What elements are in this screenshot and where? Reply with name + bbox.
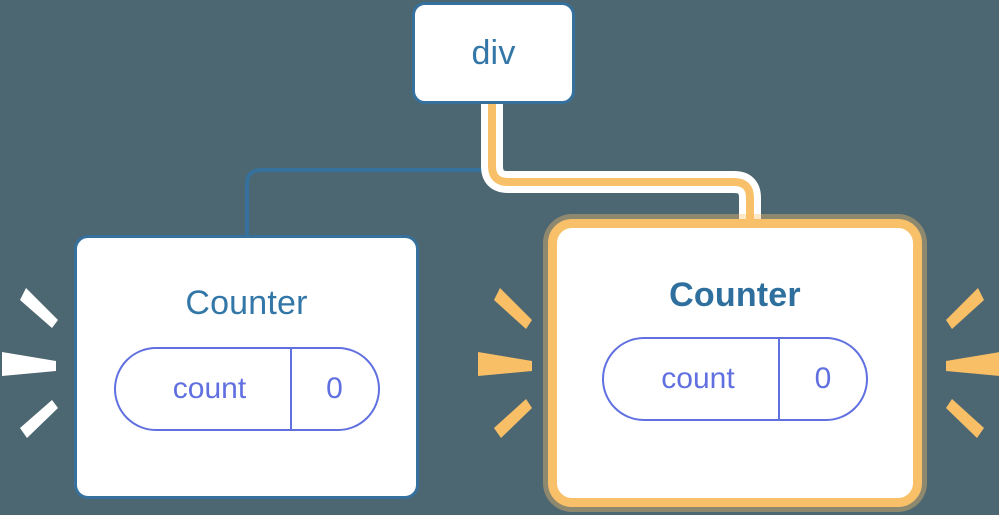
sparkle-orange-right-middle [946,352,999,376]
sparkle-white-top [20,288,58,328]
state-value-right: 0 [778,339,866,419]
state-key-left: count [172,372,247,405]
sparkle-burst-orange-right [946,288,999,438]
wire-orange-to-counter-right [488,99,754,233]
state-value-left: 0 [289,349,378,429]
sparkle-orange-right-top [946,288,984,329]
sparkle-white-middle [2,352,56,376]
state-pill-left: count 0 [113,347,380,431]
sparkle-orange-left-middle [478,352,532,376]
sparkle-burst-orange-left [478,288,532,438]
wire-orange-halo [481,92,761,240]
sparkle-white-bottom [20,400,58,438]
node-counter-right[interactable]: Counter count 0 [548,219,922,507]
sparkle-orange-left-top [494,288,532,329]
node-counter-right-title: Counter [669,276,801,314]
sparkle-burst-white-left [2,288,58,438]
state-pill-right: count 0 [602,337,868,421]
sparkle-orange-right-bottom [946,399,984,438]
sparkle-orange-left-bottom [494,399,532,438]
node-counter-left[interactable]: Counter count 0 [74,235,419,499]
node-counter-left-title: Counter [185,284,308,322]
state-key-right: count [661,362,735,395]
node-div[interactable]: div [412,2,575,104]
node-div-title: div [471,34,516,72]
wire-blue-to-counter-left [245,101,494,238]
